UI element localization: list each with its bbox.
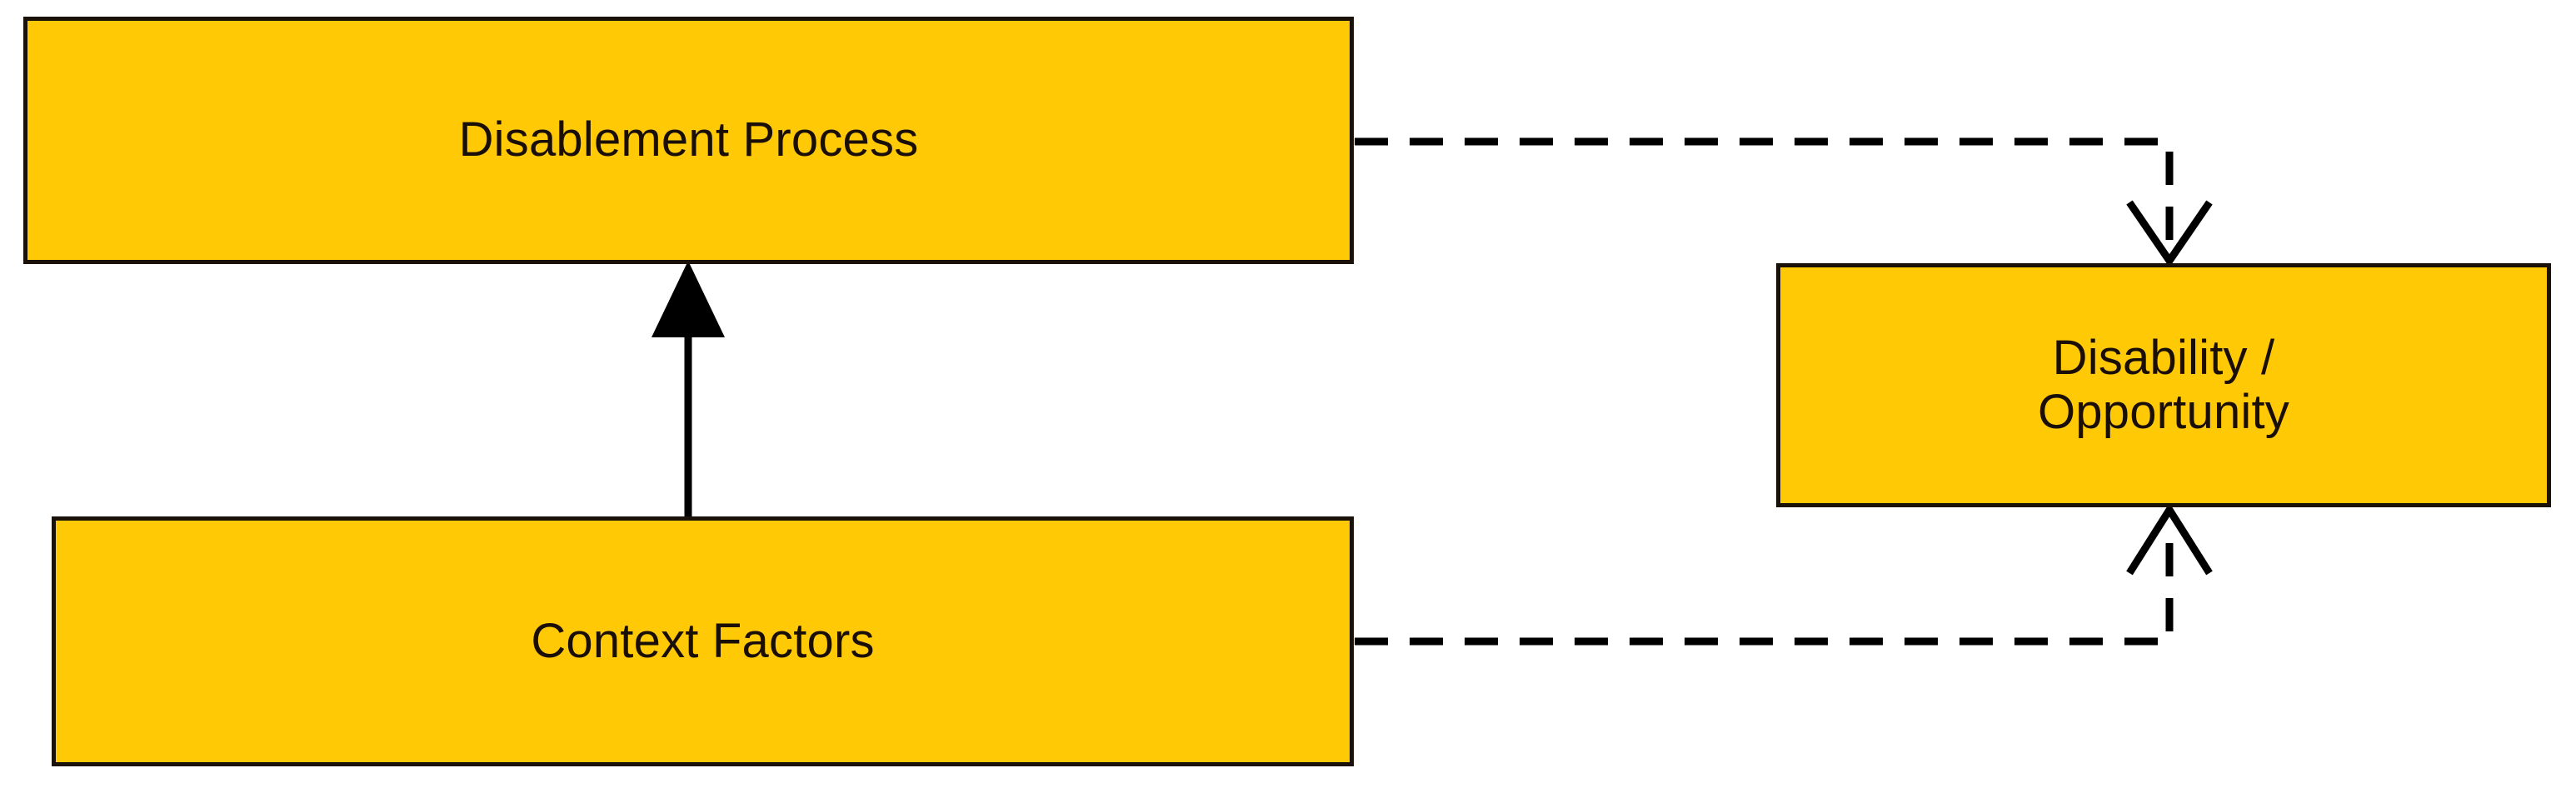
node-disablement-process[interactable]: Disablement Process bbox=[23, 17, 1354, 264]
edge-generalization-hitarea[interactable] bbox=[658, 260, 718, 535]
node-context-factors[interactable]: Context Factors bbox=[52, 516, 1354, 766]
node-disability-opportunity[interactable]: Disability / Opportunity bbox=[1776, 263, 2551, 507]
edge-dependency-top-hitarea[interactable] bbox=[1350, 121, 2191, 287]
edge-dependency-bottom-hitarea[interactable] bbox=[1350, 491, 2191, 662]
